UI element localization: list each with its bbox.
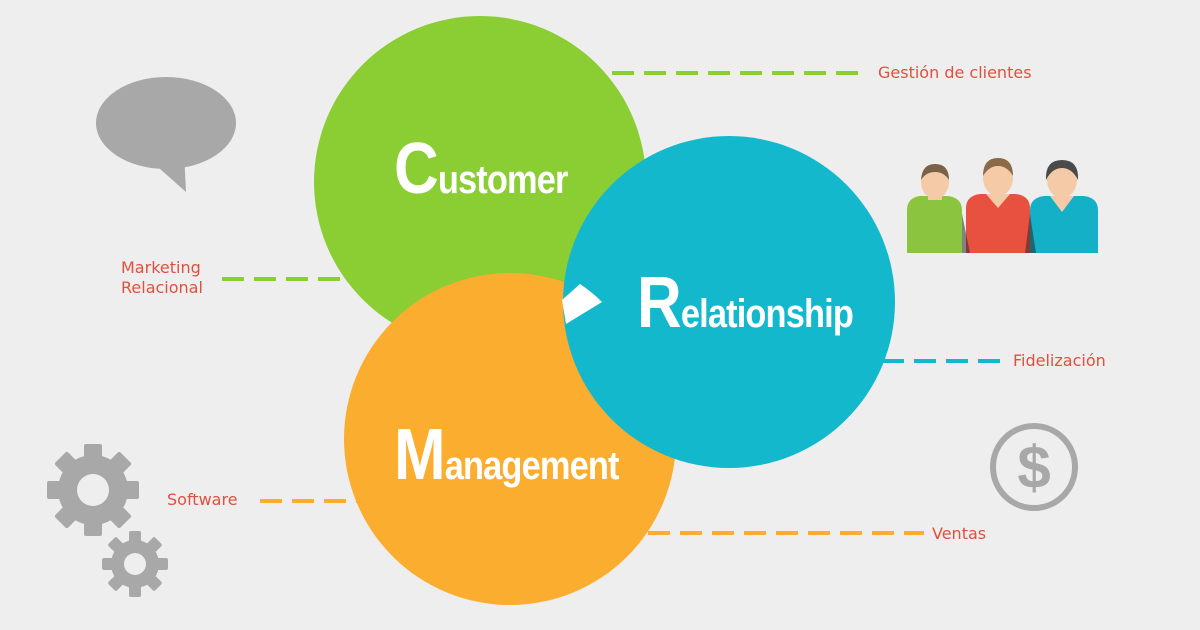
relationship-title: Relationship [637, 262, 854, 344]
label-fidelizacion: Fidelización [1013, 351, 1106, 370]
customer-title: Customer [394, 128, 568, 210]
relationship-rest: elationship [680, 292, 854, 336]
center-highlight [562, 284, 602, 324]
relationship-circle [563, 136, 895, 468]
label-ventas: Ventas [932, 524, 987, 543]
label-marketing-line2: Relacional [121, 278, 203, 297]
label-gestion: Gestión de clientes [878, 63, 1032, 82]
management-rest: anagement [444, 444, 620, 488]
people-group-icon [907, 158, 1098, 253]
customer-circle [314, 16, 646, 348]
label-software: Software [167, 490, 238, 509]
management-initial: M [394, 415, 446, 495]
customer-initial: C [394, 129, 439, 209]
svg-text:$: $ [1017, 434, 1050, 501]
speech-bubble-icon [96, 77, 236, 192]
relationship-initial: R [637, 263, 682, 343]
dollar-coin-icon: $ [990, 423, 1078, 511]
customer-rest: ustomer [437, 158, 569, 202]
management-title: Management [394, 414, 619, 496]
label-marketing-line1: Marketing [121, 258, 201, 277]
label-marketing: Marketing Relacional [121, 258, 203, 298]
gears-icon [47, 444, 168, 597]
